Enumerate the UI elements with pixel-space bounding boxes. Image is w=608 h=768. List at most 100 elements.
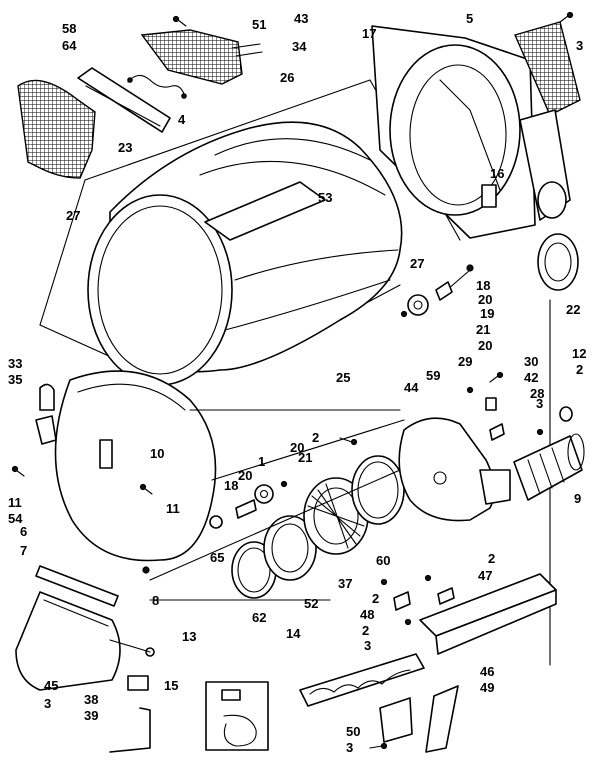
callout-label-l35: 35 (8, 372, 22, 387)
bracket-47-48 (380, 574, 455, 626)
callout-label-l12: 12 (572, 346, 586, 361)
callout-label-l11a: 11 (8, 495, 22, 510)
heater-duct-5 (514, 21, 581, 221)
callout-label-l53: 53 (318, 190, 332, 205)
callout-label-l3b: 3 (536, 396, 543, 411)
callout-label-l18a: 18 (476, 278, 490, 293)
terminal-block-38 (127, 675, 149, 691)
exhaust-duct-9 (513, 433, 585, 501)
callout-label-l19: 19 (480, 306, 494, 321)
callout-label-l4: 4 (178, 112, 186, 127)
callout-label-l2b: 2 (312, 430, 319, 445)
callout-label-l29: 29 (458, 354, 472, 369)
gasket-60 (351, 455, 405, 525)
screw-2-mid (339, 437, 358, 446)
callout-label-l3a: 3 (576, 38, 583, 53)
screw-3-bottom (369, 742, 388, 750)
callout-label-l28: 28 (530, 386, 544, 401)
front-bulkhead-54 (54, 370, 217, 562)
callout-label-l20a: 20 (478, 292, 492, 307)
callout-label-l33: 33 (8, 356, 22, 371)
callout-label-l38: 38 (84, 692, 98, 707)
callout-label-l42: 42 (524, 370, 538, 385)
callout-label-l49: 49 (480, 680, 494, 695)
callout-label-l47: 47 (478, 568, 492, 583)
screw-51 (172, 15, 187, 27)
callout-label-l21a: 21 (476, 322, 490, 337)
callout-label-l51: 51 (252, 17, 266, 32)
heating-coil-14 (299, 653, 425, 707)
callout-label-l27b: 27 (410, 256, 424, 271)
callout-label-l14: 14 (286, 626, 301, 641)
screw-8 (142, 566, 150, 574)
baffle-53 (204, 181, 326, 241)
callout-label-l10: 10 (150, 446, 164, 461)
thermostat-16 (481, 184, 497, 208)
roller-assembly-18-21 (400, 264, 474, 318)
wire-harness-4 (127, 74, 187, 99)
callout-label-l45: 45 (44, 678, 58, 693)
callout-label-l8: 8 (152, 593, 159, 608)
callout-label-l34: 34 (292, 39, 307, 54)
callout-label-l18b: 18 (224, 478, 238, 493)
callout-label-l16: 16 (490, 166, 504, 181)
lint-screen-58 (140, 29, 243, 85)
screw-11-left (11, 465, 25, 477)
callout-label-l1: 1 (258, 454, 265, 469)
callout-label-l43: 43 (294, 11, 308, 26)
callout-label-l26: 26 (280, 70, 294, 85)
callout-label-l3e: 3 (346, 740, 353, 755)
callout-label-l50: 50 (346, 724, 360, 739)
callout-label-l39: 39 (84, 708, 98, 723)
small-parts-30-42-28 (466, 371, 573, 441)
callout-label-l65: 65 (210, 550, 224, 565)
callout-label-l48: 48 (360, 607, 374, 622)
bracket-49 (425, 685, 459, 753)
callout-label-l60: 60 (376, 553, 390, 568)
callout-label-l59: 59 (426, 368, 440, 383)
callout-label-l2e: 2 (362, 623, 369, 638)
callout-label-l9: 9 (574, 491, 581, 506)
bracket-50 (379, 697, 413, 743)
callout-label-l25: 25 (336, 370, 350, 385)
callout-label-l2c: 2 (488, 551, 495, 566)
callout-label-l2d: 2 (372, 591, 379, 606)
switch-33 (35, 383, 57, 445)
filter-housing-23 (77, 67, 171, 133)
callout-label-l54: 54 (8, 511, 23, 526)
callout-label-l23: 23 (118, 140, 132, 155)
callout-label-l27a: 27 (66, 208, 80, 223)
seal-52 (263, 515, 317, 581)
callout-label-l58a: 58 (62, 21, 76, 36)
blower-housing-44 (398, 417, 511, 522)
callout-label-l37: 37 (338, 576, 352, 591)
toe-panel-45 (15, 591, 121, 691)
callout-label-l6: 6 (20, 524, 27, 539)
callout-label-l62: 62 (252, 610, 266, 625)
bearing-assembly-left (209, 480, 288, 529)
callout-label-l17: 17 (362, 26, 376, 41)
callout-label-l22: 22 (566, 302, 580, 317)
parts-kit-15 (205, 681, 269, 751)
callout-label-l52: 52 (304, 596, 318, 611)
wire-39 (109, 707, 151, 753)
callout-label-l15: 15 (164, 678, 178, 693)
clips-34 (231, 43, 263, 57)
callout-label-l5: 5 (466, 11, 473, 26)
callout-label-l64: 64 (62, 38, 77, 53)
callout-label-l20c: 20 (290, 440, 304, 455)
callout-label-l20d: 20 (238, 468, 252, 483)
callout-label-l20b: 20 (478, 338, 492, 353)
callout-label-l7: 7 (20, 543, 27, 558)
callout-label-l46: 46 (480, 664, 494, 679)
screw-3-top (559, 11, 574, 23)
callout-label-l3d: 3 (44, 696, 51, 711)
drum-25 (87, 121, 403, 386)
callout-label-l44: 44 (404, 380, 419, 395)
callout-label-l2a: 2 (576, 362, 583, 377)
callout-label-l21b: 21 (298, 450, 312, 465)
callout-label-l11b: 11 (166, 501, 180, 516)
callout-label-l30: 30 (524, 354, 538, 369)
